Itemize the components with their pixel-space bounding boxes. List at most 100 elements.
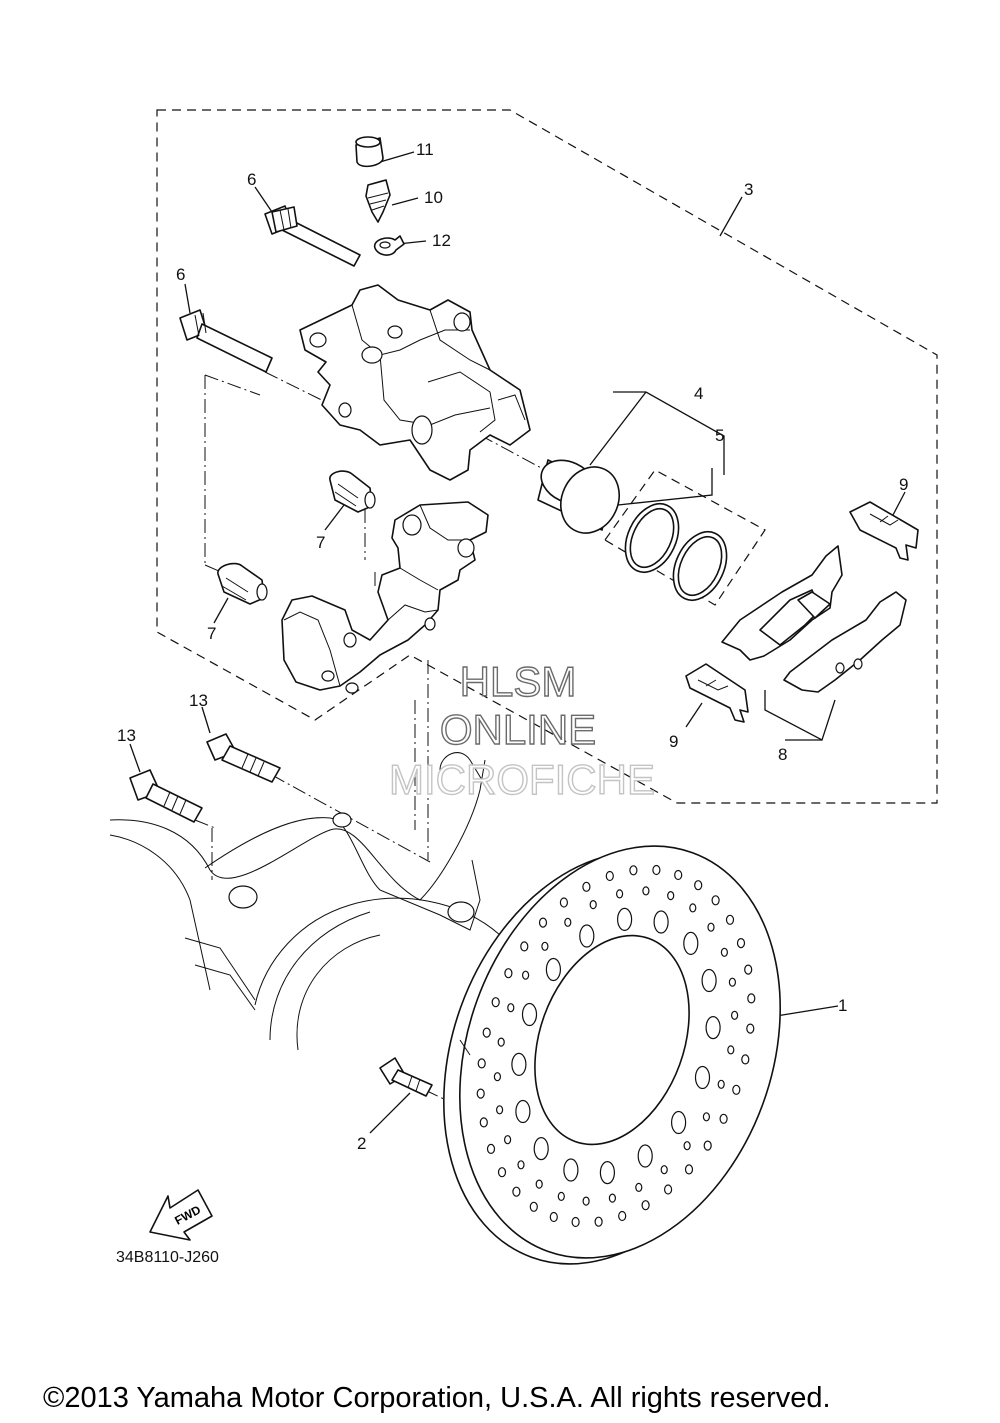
disc-hole-small: [571, 1216, 580, 1228]
disc-hole-small: [535, 1179, 543, 1189]
disc-hole-small: [732, 1084, 741, 1095]
callout-10: 10: [424, 188, 443, 207]
copyright: ©2013 Yamaha Motor Corporation, U.S.A. A…: [43, 1382, 831, 1414]
disc-hole-small: [486, 1143, 496, 1155]
slide-pin-bolt-upper: [264, 205, 361, 267]
callout-13-upper: 13: [189, 691, 208, 710]
disc-hole-small: [493, 1072, 501, 1082]
disc-hole-large: [670, 1110, 687, 1135]
callout-6-lower: 6: [176, 265, 185, 284]
watermark-line2: ONLINE: [440, 706, 596, 753]
callout-9-lower: 9: [669, 732, 678, 751]
caliper-body: [299, 284, 531, 481]
disc-hole-small: [720, 947, 729, 957]
disc-hole-small: [684, 1164, 694, 1175]
disc-hole-large: [545, 957, 562, 982]
disc-hole-small: [674, 869, 683, 881]
disc-hole-large: [563, 1158, 579, 1182]
fwd-arrow: FWD: [149, 1189, 213, 1241]
disc-hole-small: [512, 1186, 521, 1197]
bleed-screw: [365, 179, 391, 223]
watermark: HLSM ONLINE MICROFICHE: [388, 657, 655, 803]
disc-hole-small: [689, 903, 697, 913]
brake-pad-set: [721, 545, 907, 693]
disc-hole-small: [663, 1184, 673, 1195]
disc-hole-large: [683, 931, 699, 956]
disc-hole-small: [741, 1054, 750, 1065]
disc-hole-large: [637, 1144, 653, 1168]
disc-hole-small: [482, 1027, 491, 1038]
disc-hole-small: [727, 1045, 735, 1055]
callout-2: 2: [357, 1134, 366, 1153]
disc-hole-small: [520, 941, 529, 952]
callout-6-upper: 6: [247, 170, 256, 189]
disc-hole-small: [529, 1201, 538, 1212]
callout-7-upper: 7: [316, 533, 325, 552]
piston-seal-kit: [604, 469, 766, 606]
swingarm-outline: [109, 752, 501, 1051]
disc-hole-small: [582, 881, 591, 892]
callout-5: 5: [715, 426, 724, 445]
disc-hole-small: [660, 1165, 668, 1175]
disc-hole-small: [477, 1058, 486, 1069]
disc-hole-small: [694, 880, 703, 891]
disc-hole-small: [605, 870, 614, 882]
disc-hole-large: [705, 1015, 721, 1040]
caliper-assembly-boundary: [156, 109, 938, 804]
bleed-washer: [373, 235, 405, 256]
disc-hole-small: [594, 1216, 603, 1227]
disc-hole-small: [504, 968, 513, 979]
callout-labels: 1 2 3 4 5 6 6 7 7 8 9 9 10 11 12 13 13: [117, 140, 908, 1153]
pad-spring-lower: [685, 663, 749, 723]
pin-boot-upper: [329, 470, 376, 513]
disc-hole-small: [559, 897, 569, 908]
disc-hole-large: [515, 1099, 531, 1124]
pad-spring-upper: [849, 501, 919, 561]
disc-hole-small: [746, 1023, 755, 1034]
caliper-bracket: [281, 501, 489, 694]
pin-boot-lower: [217, 562, 268, 605]
disc-hole-small: [667, 890, 675, 901]
disc-hole-small: [725, 914, 735, 925]
disc-hole-small: [615, 889, 624, 899]
disc-hole-small: [557, 1191, 565, 1202]
disc-hole-small: [618, 1210, 627, 1222]
disc-hole-large: [511, 1052, 527, 1077]
disc-hole-small: [719, 1113, 728, 1124]
callout-7-lower: 7: [207, 624, 216, 643]
bleed-cap: [355, 136, 384, 168]
disc-hole-small: [652, 864, 661, 876]
disc-hole-large: [579, 924, 595, 948]
disc-hole-small: [479, 1117, 488, 1128]
bracket-bolt-upper: [206, 733, 281, 783]
disc-holes-large: [511, 907, 721, 1185]
disc-hole-small: [703, 1140, 712, 1151]
disc-hole-small: [730, 1010, 739, 1020]
caliper-piston: [537, 459, 620, 534]
disc-hole-small: [683, 1141, 691, 1151]
disc-hole-small: [476, 1088, 485, 1099]
disc-hole-small: [507, 1003, 515, 1013]
watermark-line3: MICROFICHE: [389, 756, 655, 803]
disc-hole-small: [549, 1211, 558, 1223]
disc-hole-small: [504, 1135, 512, 1145]
disc-hole-small: [702, 1112, 711, 1122]
disc-hole-small: [497, 1167, 507, 1178]
disc-hole-large: [701, 968, 717, 993]
callout-13-lower: 13: [117, 726, 136, 745]
callout-4: 4: [694, 384, 703, 403]
disc-hole-large: [653, 910, 669, 934]
disc-hole-small: [521, 970, 530, 980]
slide-pin-bolt-lower: [179, 309, 273, 373]
disc-hole-small: [635, 1182, 643, 1193]
disc-hole-small: [541, 941, 549, 951]
disc-hole-large: [616, 907, 633, 932]
disc-bolt: [379, 1057, 433, 1097]
disc-hole-small: [491, 997, 500, 1008]
callout-11: 11: [416, 140, 434, 159]
disc-hole-small: [744, 964, 753, 975]
leader-lines: [129, 151, 906, 1134]
diagram-code: 34B8110-J260: [116, 1249, 219, 1266]
disc-hole-small: [641, 1200, 650, 1211]
